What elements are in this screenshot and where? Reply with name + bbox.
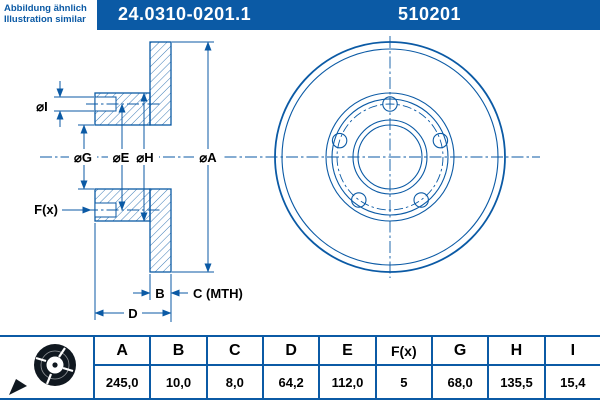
table-column-g: G 68,0: [432, 337, 490, 398]
front-view: [274, 36, 506, 278]
table-value-a: 245,0: [105, 374, 139, 390]
table-header-f: F(x): [376, 337, 431, 366]
label-d: D: [128, 306, 137, 321]
bolt-hole-4: [413, 192, 429, 208]
table-value-e: 112,0: [331, 374, 364, 390]
dimension-dia-a: ⌀A: [172, 41, 222, 273]
center-bore-circle: [357, 124, 423, 190]
product-thumbnail-cell: [0, 337, 95, 398]
table-columns: A 245,0 B 10,0 C 8,0 D 64,2 E 112,0 F(x)…: [95, 337, 600, 398]
label-dia-g: ⌀G: [74, 150, 92, 165]
table-header-c: C: [207, 337, 262, 366]
label-dia-i: ⌀I: [36, 99, 47, 114]
outer-chamfer-circle: [281, 48, 499, 266]
table-value-i: 15,4: [560, 374, 586, 390]
note-line-en: Illustration similar: [4, 14, 86, 25]
dimension-f: F(x): [34, 202, 92, 217]
catalog-number: 510201: [398, 4, 462, 24]
bore-chamfer-circle: [352, 119, 428, 195]
table-header-b: B: [151, 337, 206, 366]
part-number: 24.0310-0201.1: [118, 4, 252, 24]
table-header-g: G: [432, 337, 488, 366]
table-column-i: I 15,4: [545, 337, 600, 398]
table-column-c: C 8,0: [207, 337, 264, 398]
technical-drawing: ⌀A ⌀H ⌀E ⌀G ⌀I F(x): [34, 36, 540, 322]
table-header-a: A: [95, 337, 150, 366]
table-column-h: H 135,5: [489, 337, 546, 398]
disc-ring-section-bottom: [149, 188, 172, 273]
table-header-i: I: [545, 337, 600, 366]
illustration-note: Abbildung ähnlich Illustration similar: [0, 0, 97, 30]
table-column-d: D 64,2: [263, 337, 321, 398]
bolt-hole-3: [351, 192, 367, 208]
table-value-d: 64,2: [278, 374, 304, 390]
table-column-f: F(x) 5: [376, 337, 433, 398]
table-value-c: 8,0: [225, 374, 244, 390]
table-column-e: E 112,0: [320, 337, 377, 398]
table-value-f: 5: [400, 374, 408, 390]
table-header-e: E: [320, 337, 375, 366]
label-dia-e: ⌀E: [113, 150, 130, 165]
table-header-h: H: [489, 337, 544, 366]
bolt-hole-2: [331, 132, 348, 149]
hub-chamfer-circle: [331, 98, 449, 216]
power-disc-icon: [8, 343, 76, 395]
dimension-dia-g: ⌀G: [69, 124, 97, 190]
table-value-g: 68,0: [447, 374, 473, 390]
label-c-mth: C (MTH): [193, 286, 243, 301]
dimension-table: A 245,0 B 10,0 C 8,0 D 64,2 E 112,0 F(x)…: [0, 335, 600, 400]
disc-ring-section-top: [149, 41, 172, 126]
label-dia-h: ⌀H: [136, 150, 153, 165]
table-column-b: B 10,0: [151, 337, 208, 398]
table-value-b: 10,0: [165, 374, 192, 390]
note-line-de: Abbildung ähnlich: [4, 3, 87, 14]
pointer-arrow-icon: [8, 378, 27, 395]
bolt-hole-5: [432, 132, 449, 149]
label-b: B: [155, 286, 164, 301]
table-header-d: D: [263, 337, 319, 366]
bolt-circle: [336, 103, 444, 211]
table-column-a: A 245,0: [95, 337, 152, 398]
dimension-dia-e: ⌀E: [108, 103, 135, 211]
label-dia-a: ⌀A: [199, 150, 217, 165]
label-f: F(x): [34, 202, 58, 217]
table-value-h: 135,5: [500, 374, 533, 390]
dimension-d: D: [94, 223, 172, 321]
dimension-b-c: B C (MTH): [133, 274, 243, 322]
dimension-dia-h: ⌀H: [132, 92, 159, 222]
title-bar: 24.0310-0201.1 510201: [0, 0, 600, 30]
outer-diameter-circle: [274, 41, 506, 273]
hub-outer-circle: [325, 92, 455, 222]
dimension-dia-i: ⌀I: [36, 81, 94, 127]
bolt-hole-1: [382, 96, 398, 112]
